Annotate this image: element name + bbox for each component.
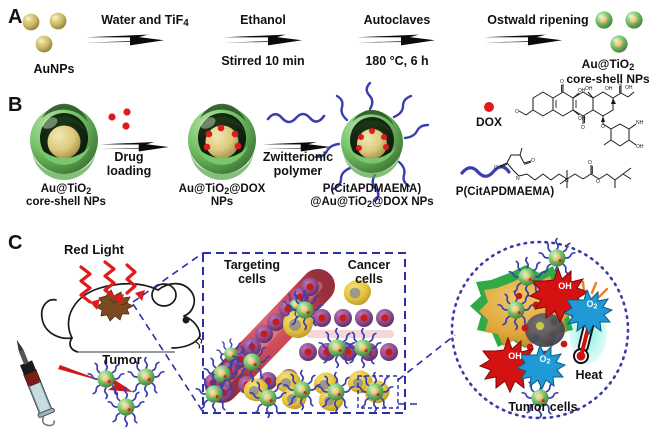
tumor-blob bbox=[95, 289, 134, 322]
zwitterionic-polymer-chain bbox=[266, 112, 326, 124]
svg-text:OH: OH bbox=[636, 144, 644, 150]
mouse-illustration bbox=[40, 282, 203, 353]
zoom-connector-left bbox=[132, 252, 204, 413]
oxygen-label-2: O2 bbox=[539, 354, 551, 366]
svg-text:O: O bbox=[531, 158, 535, 164]
panel-a-arrow-2 bbox=[224, 34, 302, 46]
red-light-rays bbox=[79, 260, 137, 304]
panel-c-letter: C bbox=[8, 232, 23, 254]
tissue-zoom-box bbox=[202, 252, 406, 414]
oxygen-label-1: O2 bbox=[586, 299, 598, 311]
au-tio2-cluster bbox=[595, 11, 643, 53]
panel-a-arrow-3 bbox=[357, 34, 435, 46]
polymer-chemical-structure bbox=[499, 147, 632, 188]
step-2-below-label: Stirred 10 min bbox=[221, 54, 305, 68]
svg-text:N: N bbox=[565, 178, 569, 184]
cell-selection-box bbox=[357, 375, 399, 409]
panel-c-group bbox=[16, 237, 630, 428]
polymer-structure-atom-labels: O O N N O O bbox=[494, 158, 600, 185]
singlet-oxygen-burst-2 bbox=[515, 343, 567, 391]
mouse-ear bbox=[151, 283, 177, 307]
red-light-label: Red Light bbox=[64, 242, 124, 257]
svg-text:O: O bbox=[601, 124, 605, 130]
svg-text:OH: OH bbox=[625, 85, 633, 91]
polymer-legend-squiggle bbox=[460, 165, 511, 178]
aunps-cluster bbox=[22, 12, 67, 53]
svg-text:O: O bbox=[588, 160, 592, 166]
svg-text:O: O bbox=[494, 165, 498, 171]
dox-legend-dot bbox=[484, 102, 494, 112]
loaded-dox-dots bbox=[203, 124, 242, 151]
panel-a-letter: A bbox=[8, 6, 23, 28]
polymer-coated-np bbox=[314, 81, 430, 203]
svg-text:OH: OH bbox=[585, 86, 593, 92]
panel-a-arrow-4 bbox=[484, 34, 562, 46]
zoom-connector-right bbox=[397, 334, 456, 405]
svg-text:OH: OH bbox=[605, 86, 613, 92]
step-1-above-label: Water and TiF4 bbox=[101, 13, 189, 30]
svg-text:OH: OH bbox=[578, 116, 586, 122]
polymer-corona bbox=[314, 81, 430, 203]
svg-text:OH: OH bbox=[578, 88, 586, 94]
dox-molecules-free bbox=[108, 108, 131, 130]
svg-text:O: O bbox=[581, 125, 585, 131]
syringe bbox=[16, 339, 55, 427]
step-3-below-label: 180 °C, 6 h bbox=[365, 54, 429, 68]
svg-text:NH: NH bbox=[636, 120, 644, 126]
panel-a-arrow-1 bbox=[86, 34, 164, 46]
tumor-cell-zoom-circle bbox=[450, 240, 630, 420]
au-tio2-dox-np bbox=[188, 103, 256, 180]
aunps-label: AuNPs bbox=[33, 62, 75, 76]
dox-legend-label: DOX bbox=[475, 115, 502, 129]
svg-text:O: O bbox=[618, 81, 622, 87]
au-tio2-core-shell-np bbox=[30, 103, 98, 180]
tumor-cells-label: Tumor cells bbox=[508, 400, 578, 414]
singlet-oxygen-burst-1 bbox=[562, 288, 614, 336]
polymer-legend-label: P(CitAPDMAEMA) bbox=[455, 186, 555, 198]
svg-text:N: N bbox=[516, 176, 520, 182]
tumor-label: Tumor bbox=[102, 352, 142, 367]
dox-chemical-structure bbox=[518, 84, 637, 147]
heat-label: Heat bbox=[575, 368, 603, 382]
mouse-eye bbox=[182, 316, 190, 324]
svg-text:O: O bbox=[560, 79, 564, 85]
np-label-polymer-coated: P(CitAPDMAEMA)@Au@TiO2@DOX NPs bbox=[310, 183, 434, 209]
red-light-arrowheads bbox=[90, 290, 145, 310]
hydroxyl-radical-label-1: OH bbox=[558, 281, 572, 291]
panel-b-letter: B bbox=[8, 94, 23, 116]
hydroxyl-radical-label-2: OH bbox=[508, 351, 522, 361]
svg-text:O: O bbox=[596, 179, 600, 185]
hydroxyl-radical-burst-2 bbox=[478, 336, 540, 394]
step-3-above-label: Autoclaves bbox=[363, 13, 431, 27]
step-4-above-label: Ostwald ripening bbox=[487, 13, 589, 27]
svg-text:O: O bbox=[515, 109, 519, 115]
step-2-above-label: Ethanol bbox=[240, 13, 286, 27]
injected-nanoparticles bbox=[87, 356, 165, 428]
